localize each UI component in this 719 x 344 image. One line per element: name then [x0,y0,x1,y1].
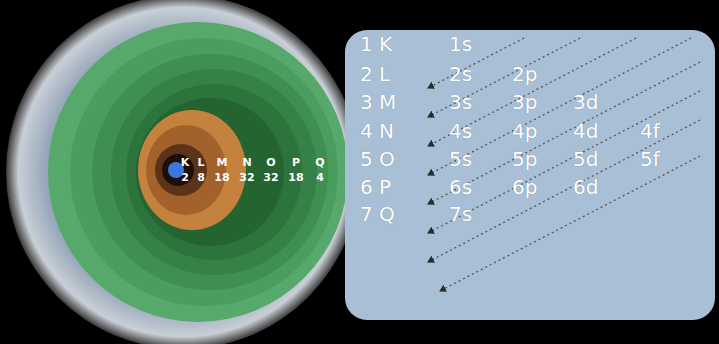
shell-label: 6 P [360,176,391,198]
shell-capacity: 18 [214,172,229,184]
orbital-label: 5d [573,148,598,170]
orbital-label: 1s [449,33,472,55]
shell-letter: M [217,157,228,169]
shell-letter: P [292,157,300,169]
orbital-label: 6d [573,176,598,198]
shell-label: 5 O [360,148,395,170]
orbital-label: 3s [449,91,472,113]
shell-capacity: 32 [239,172,254,184]
shell-letter: N [242,157,251,169]
orbital-label: 5s [449,148,472,170]
orbital-label: 3d [573,91,598,113]
shell-capacity: 4 [316,172,324,184]
orbital-label: 7s [449,203,472,225]
shell-capacity: 18 [288,172,303,184]
shell-label: 7 Q [360,203,395,225]
shell-capacity: 2 [181,172,189,184]
orbital-label: 4p [512,120,537,142]
orbital-label: 5p [512,148,537,170]
orbital-label: 6s [449,176,472,198]
shell-letter: Q [315,157,324,169]
orbital-label: 2s [449,63,472,85]
shell-label: 1 K [360,33,392,55]
shell-label: 4 N [360,120,394,142]
orbital-label: 5f [640,148,660,170]
shell-letter: O [266,157,275,169]
orbital-label: 3p [512,91,537,113]
orbital-label: 2p [512,63,537,85]
orbital-label: 4s [449,120,472,142]
shell-letter: K [181,157,190,169]
orbital-label: 4f [640,120,660,142]
shell-letter: L [197,157,204,169]
orbital-panel: 1 K 1s 2 L 2s 2p 3 M 3s 3p 3d 4 N 4s 4p 4d 4f 5 O 5s 5p 5… [345,30,715,320]
shell-capacity: 8 [197,172,205,184]
shell-label: 2 L [360,63,390,85]
shell-capacity: 32 [263,172,278,184]
orbital-label: 4d [573,120,598,142]
orbital-label: 6p [512,176,537,198]
shell-label: 3 M [360,91,396,113]
